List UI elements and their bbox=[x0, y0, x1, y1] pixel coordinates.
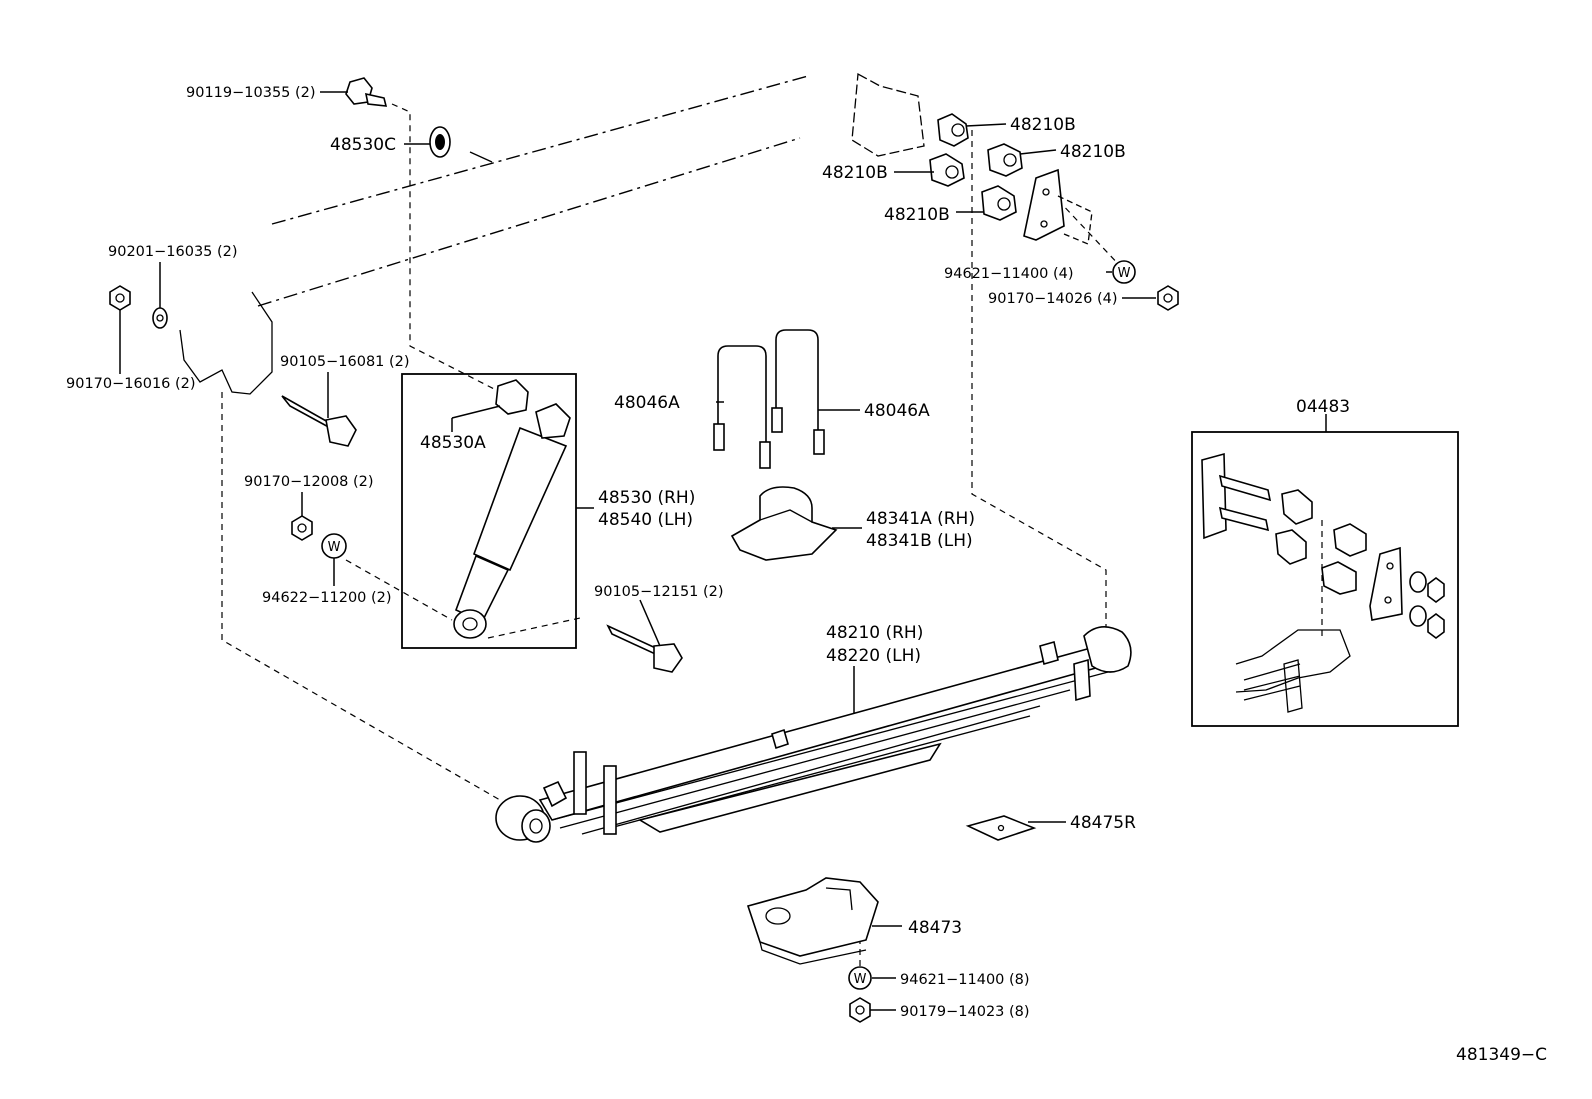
nut-90170-14026 bbox=[1157, 285, 1179, 311]
u-bolt-left bbox=[713, 345, 771, 469]
bushing-48210B-3 bbox=[929, 153, 965, 187]
label-90179-14023: 90179−14023 (8) bbox=[900, 1004, 1030, 1020]
washer-94621-8: W bbox=[848, 966, 872, 990]
label-48530A: 48530A bbox=[420, 433, 486, 453]
label-48530C: 48530C bbox=[330, 135, 396, 155]
kit-04483-contents bbox=[1201, 452, 1445, 713]
figure-id: 481349−C bbox=[1456, 1045, 1547, 1065]
shock-absorber bbox=[453, 379, 571, 639]
label-94621-11400-8: 94621−11400 (8) bbox=[900, 972, 1030, 988]
bushing-48210B-1 bbox=[937, 113, 969, 147]
cushion-48530C bbox=[429, 126, 451, 158]
label-48210B-3: 48210B bbox=[822, 163, 888, 183]
label-90170-16016: 90170−16016 (2) bbox=[66, 376, 196, 392]
shackle-link-plate bbox=[1023, 168, 1093, 245]
spacer-plate-48475R bbox=[965, 815, 1037, 841]
assembly-lines bbox=[221, 103, 1323, 968]
label-48210B-4: 48210B bbox=[884, 205, 950, 225]
label-48341A-rh: 48341A (RH) bbox=[866, 509, 975, 529]
u-bolt-right bbox=[771, 329, 825, 455]
bolt-90119 bbox=[345, 77, 388, 107]
spring-bumper bbox=[730, 486, 838, 561]
bushing-48210B-2 bbox=[987, 143, 1023, 177]
label-48046A-left: 48046A bbox=[614, 393, 680, 413]
kit-04483-box bbox=[1191, 431, 1459, 727]
washer-94622: W bbox=[321, 533, 347, 559]
bolt-90105-16081 bbox=[281, 395, 357, 447]
nut-90170-16016 bbox=[109, 285, 131, 311]
label-90119-10355: 90119−10355 (2) bbox=[186, 85, 316, 101]
washer-mark: W bbox=[328, 540, 341, 555]
washer-mark: W bbox=[1118, 266, 1131, 281]
label-48473: 48473 bbox=[908, 918, 962, 938]
nut-90179-14023 bbox=[849, 997, 871, 1023]
label-90170-12008: 90170−12008 (2) bbox=[244, 474, 374, 490]
label-48341B-lh: 48341B (LH) bbox=[866, 531, 973, 551]
label-48220-lh: 48220 (LH) bbox=[826, 646, 921, 666]
washer-94621-4: W bbox=[1112, 260, 1136, 284]
label-48046A-right: 48046A bbox=[864, 401, 930, 421]
bolt-90105-12151 bbox=[606, 624, 683, 673]
label-94621-11400-4: 94621−11400 (4) bbox=[944, 266, 1074, 282]
frame-outline bbox=[179, 75, 809, 395]
shackle-plate bbox=[851, 72, 925, 157]
label-48210-rh: 48210 (RH) bbox=[826, 623, 923, 643]
label-48475R: 48475R bbox=[1070, 813, 1136, 833]
nut-90170-12008 bbox=[291, 515, 313, 541]
part-labels: 90119−10355 (2) 48530C 90201−16035 (2) 9… bbox=[66, 85, 1547, 1065]
label-94622-11200: 94622−11200 (2) bbox=[262, 590, 392, 606]
label-48530-rh: 48530 (RH) bbox=[598, 488, 695, 508]
label-90105-16081: 90105−16081 (2) bbox=[280, 354, 410, 370]
spring-seat-48473 bbox=[746, 877, 879, 965]
label-90170-14026: 90170−14026 (4) bbox=[988, 291, 1118, 307]
shock-absorber-box bbox=[401, 373, 577, 649]
washer-90201 bbox=[152, 307, 168, 329]
washer-mark: W bbox=[854, 972, 867, 987]
label-48210B-1: 48210B bbox=[1010, 115, 1076, 135]
label-90201-16035: 90201−16035 (2) bbox=[108, 244, 238, 260]
label-48540-lh: 48540 (LH) bbox=[598, 510, 693, 530]
label-04483: 04483 bbox=[1296, 397, 1350, 417]
bushing-48210B-4 bbox=[981, 185, 1017, 221]
label-48210B-2: 48210B bbox=[1060, 142, 1126, 162]
leaf-spring bbox=[495, 626, 1132, 843]
leader-lines bbox=[119, 91, 1327, 1011]
label-90105-12151: 90105−12151 (2) bbox=[594, 584, 724, 600]
